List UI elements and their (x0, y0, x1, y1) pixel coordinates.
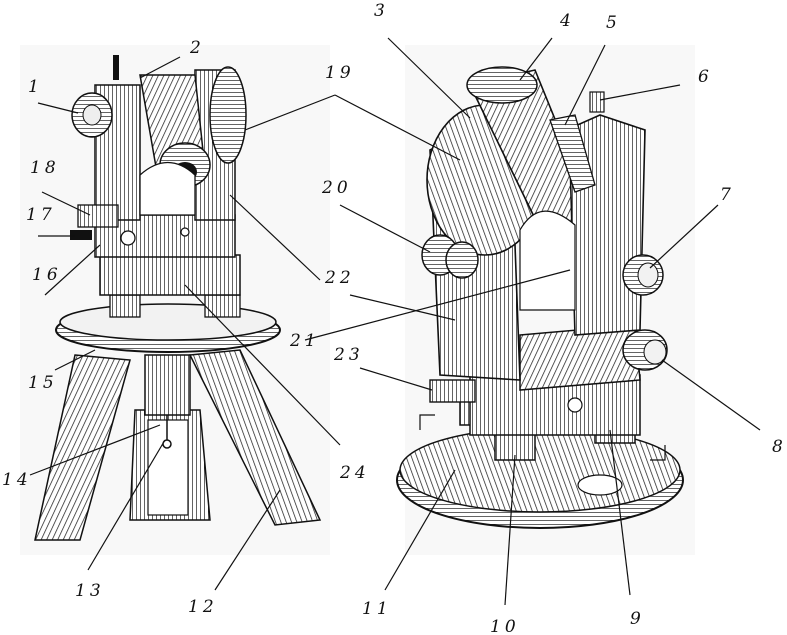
bracket-rear-left (419, 414, 435, 430)
leader-16 (44, 244, 101, 296)
callout-13: 13 (75, 581, 105, 601)
tripod-leg-right (188, 349, 322, 526)
centering-screw (144, 354, 191, 416)
leader-19-b (334, 94, 461, 161)
leader-6 (599, 84, 681, 101)
callout-2: 2 (189, 38, 205, 58)
callout-3: 3 (374, 1, 389, 21)
callout-4: 4 (559, 11, 575, 31)
callout-7: 7 (720, 185, 735, 205)
theodolite-illustration (396, 66, 684, 529)
leader-24 (184, 284, 341, 446)
leader-5 (564, 44, 606, 126)
footscrew-left (109, 294, 141, 318)
callout-1: 1 (28, 77, 43, 97)
footscrew-right (204, 294, 241, 318)
screw-23 (429, 379, 476, 403)
callout-23: 23 (333, 345, 364, 365)
leader-15 (54, 349, 96, 371)
tripod-gap (147, 419, 189, 516)
leader-11 (384, 469, 456, 591)
leader-8 (661, 359, 761, 431)
callout-5: 5 (606, 13, 621, 33)
leader-14 (29, 424, 161, 476)
bracket-right (650, 445, 666, 461)
tangent-screw-rod (70, 230, 92, 240)
callout-12: 12 (188, 597, 218, 617)
leader-4 (519, 37, 553, 81)
clamp-screw (120, 230, 136, 246)
callout-16: 16 (32, 265, 62, 285)
standard-gap-right (519, 210, 576, 311)
objective-4 (466, 66, 538, 104)
callout-11: 11 (362, 599, 392, 619)
callout-6: 6 (698, 67, 713, 87)
pin-6 (589, 91, 605, 113)
leader-13 (87, 439, 166, 571)
callout-22: 22 (324, 268, 355, 288)
tribrach-screw (567, 397, 583, 413)
callout-9: 9 (630, 609, 645, 629)
callout-10: 10 (490, 617, 520, 635)
callout-15: 15 (28, 373, 58, 393)
knob-20-b (445, 241, 479, 279)
leader-2 (139, 56, 181, 79)
leader-22-b (349, 294, 456, 321)
base-screw (180, 227, 190, 237)
knob-1-cap (82, 104, 102, 126)
tangent-screw-block (77, 204, 119, 228)
callout-18: 18 (30, 158, 60, 178)
leader-21 (304, 269, 571, 341)
callout-24: 24 (339, 463, 370, 483)
leader-12 (214, 489, 281, 591)
leader-1 (37, 102, 79, 114)
callout-20: 20 (321, 178, 352, 198)
leader-19-a (244, 94, 336, 131)
leader-lines (29, 37, 761, 606)
leader-18 (41, 191, 91, 216)
callout-19: 19 (325, 63, 355, 83)
leader-9 (609, 429, 631, 596)
callout-17: 17 (26, 205, 56, 225)
tripod-leg-left (34, 354, 131, 541)
callout-14: 14 (2, 470, 32, 490)
knob-8-cap (643, 339, 667, 365)
top-pin (113, 55, 119, 80)
leader-22-a (229, 194, 321, 281)
tripod-plate-top (59, 303, 277, 341)
finder-5 (549, 114, 596, 193)
tripod-theodolite-illustration (34, 55, 322, 541)
callout-21: 21 (289, 331, 320, 351)
leader-23 (359, 367, 433, 391)
tribrach (99, 254, 241, 296)
standard-gap (139, 162, 196, 216)
leader-3 (387, 37, 471, 119)
vertical-circle-housing (209, 66, 247, 164)
leader-20 (339, 204, 431, 253)
base-plate-boss (577, 474, 623, 496)
leader-7 (649, 204, 719, 269)
knob-7-cap (637, 262, 659, 288)
callout-8: 8 (772, 437, 787, 457)
base-plate-top (399, 427, 681, 513)
leader-10 (504, 454, 516, 606)
